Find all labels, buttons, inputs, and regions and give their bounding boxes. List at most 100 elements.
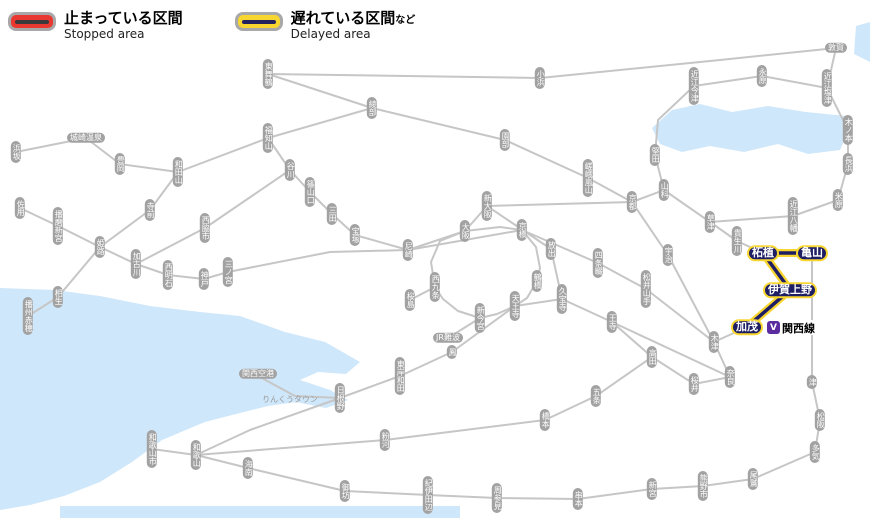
rail-line — [514, 298, 731, 378]
station-badge: 相生 — [52, 286, 64, 308]
station-badge: 津 — [806, 375, 818, 389]
station-badge: 綾部 — [366, 97, 378, 119]
station-badge: 放出 — [545, 238, 557, 260]
station-badge: 福知山 — [262, 123, 274, 153]
station-badge: 西九条 — [429, 272, 441, 302]
station-badge: 奈良 — [724, 366, 736, 388]
station-badge: 西脇市 — [199, 213, 211, 243]
station-badge: 長浜 — [842, 153, 854, 175]
station-badge: 久宝寺 — [556, 284, 568, 314]
station-badge: 日根野 — [334, 383, 346, 413]
station-badge: 松阪 — [814, 409, 826, 431]
station-badge: 新宮 — [646, 478, 658, 500]
station-badge-delayed[interactable]: 柘植 — [747, 245, 779, 261]
station-badge: 園部 — [499, 129, 511, 151]
rail-line — [267, 107, 633, 203]
rail-line — [267, 137, 409, 251]
station-badge: 三田 — [326, 203, 338, 225]
station-badge: 和田山 — [172, 157, 184, 187]
station-badge: 加古川 — [130, 249, 142, 279]
station-badge: 堅田 — [649, 144, 661, 166]
station-badge: 紀伊田辺 — [422, 476, 434, 514]
station-badge: 関西空港 — [239, 368, 277, 380]
station-badge: 和歌山 — [190, 440, 202, 470]
station-badge: 尾鷲 — [747, 468, 759, 490]
station-badge-delayed[interactable]: 加茂 — [731, 319, 763, 335]
station-badge: 佐用 — [14, 197, 26, 219]
delayed-line-name: 関西線 — [782, 321, 815, 335]
station-badge: 近江塩津 — [821, 69, 833, 107]
station-badge: 播磨新宮 — [52, 207, 64, 245]
station-badge: 桜井 — [688, 373, 700, 395]
rail-line — [195, 321, 653, 456]
station-badge: 松井山手 — [640, 270, 652, 308]
station-badge: 貴生川 — [731, 226, 743, 256]
station-badge: 桜島 — [404, 289, 416, 311]
station-badge: 山科 — [658, 179, 670, 201]
station-badge: 大阪 — [459, 220, 471, 242]
station-badge: 多気 — [809, 441, 821, 463]
station-badge: JR難波 — [433, 332, 463, 344]
delayed-line-tag[interactable]: V 関西線 — [765, 320, 817, 335]
rail-line — [99, 230, 466, 280]
station-badge: 姫路 — [94, 236, 106, 258]
station-badge: 神戸 — [198, 268, 210, 290]
station-badge: 串本 — [572, 488, 584, 510]
station-badge: 宝塚 — [349, 224, 361, 246]
station-badge: 寺前 — [144, 199, 156, 221]
station-badge: 四条畷 — [592, 248, 604, 278]
station-badge: 木津 — [708, 331, 720, 353]
station-badge-delayed[interactable]: 伊賀上野 — [763, 282, 817, 298]
station-badge: 三ノ宮 — [222, 257, 234, 287]
delayed-line-icon — [234, 12, 283, 31]
station-badge: 米原 — [832, 189, 844, 211]
station-badge: 草津 — [704, 211, 716, 233]
station-badge: 西明石 — [162, 260, 174, 290]
station-badge: 尼崎 — [402, 239, 414, 261]
station-badge-delayed[interactable]: 亀山 — [796, 245, 828, 261]
station-badge: 和歌山市 — [146, 430, 158, 468]
legend: 止まっている区間 Stopped area 遅れている区間など Delayed … — [8, 10, 415, 41]
rail-line — [267, 47, 837, 79]
station-badge: 鳳 — [446, 345, 458, 359]
station-badge: りんくうタウン — [262, 394, 318, 404]
station-badge: 嵯峨嵐山 — [582, 159, 594, 197]
station-badge: 東岸和田 — [394, 357, 406, 395]
station-badge: 京橋 — [516, 219, 528, 241]
station-badge: 谷川 — [284, 159, 296, 181]
station-badge: 天王寺 — [509, 291, 521, 321]
rail-line — [267, 73, 373, 109]
station-badge: 高田 — [646, 346, 658, 368]
water-area — [854, 22, 870, 62]
delayed-rail-line-core[interactable] — [745, 251, 814, 329]
station-badge: 周参見 — [491, 483, 503, 513]
station-badge: 御坊 — [339, 480, 351, 502]
station-badge: 永原 — [756, 65, 768, 87]
rail-line — [15, 137, 269, 173]
station-badge: 橋本 — [539, 409, 551, 431]
station-badge: 東舞鶴 — [262, 59, 274, 89]
station-badge: 京都 — [626, 191, 638, 213]
station-badge: 五条 — [590, 385, 602, 407]
station-badge: 播州赤穂 — [22, 297, 34, 335]
station-badge: 豊岡 — [114, 153, 126, 175]
legend-item-delayed: 遅れている区間など Delayed area — [234, 9, 416, 41]
station-badge: 海南 — [242, 457, 254, 479]
station-badge: 粉河 — [379, 429, 391, 451]
rail-line — [257, 375, 341, 399]
station-badge: 近江今津 — [688, 67, 700, 105]
station-badge: 敦賀 — [825, 42, 847, 54]
water-area — [0, 288, 360, 510]
station-badge: 浜坂 — [10, 141, 22, 163]
rail-line — [195, 305, 516, 456]
legend-delayed-suffix: など — [395, 15, 416, 26]
legend-stopped-label-ja: 止まっている区間 — [64, 9, 183, 27]
station-badge: 鶴橋 — [531, 270, 543, 292]
legend-stopped-label-en: Stopped area — [64, 26, 145, 41]
station-badge: 城崎温泉 — [67, 132, 105, 144]
legend-delayed-label-ja: 遅れている区間など — [290, 9, 416, 27]
station-badge: 新大阪 — [481, 191, 493, 221]
water-area — [652, 104, 848, 154]
station-badge: 新今宮 — [474, 303, 486, 333]
